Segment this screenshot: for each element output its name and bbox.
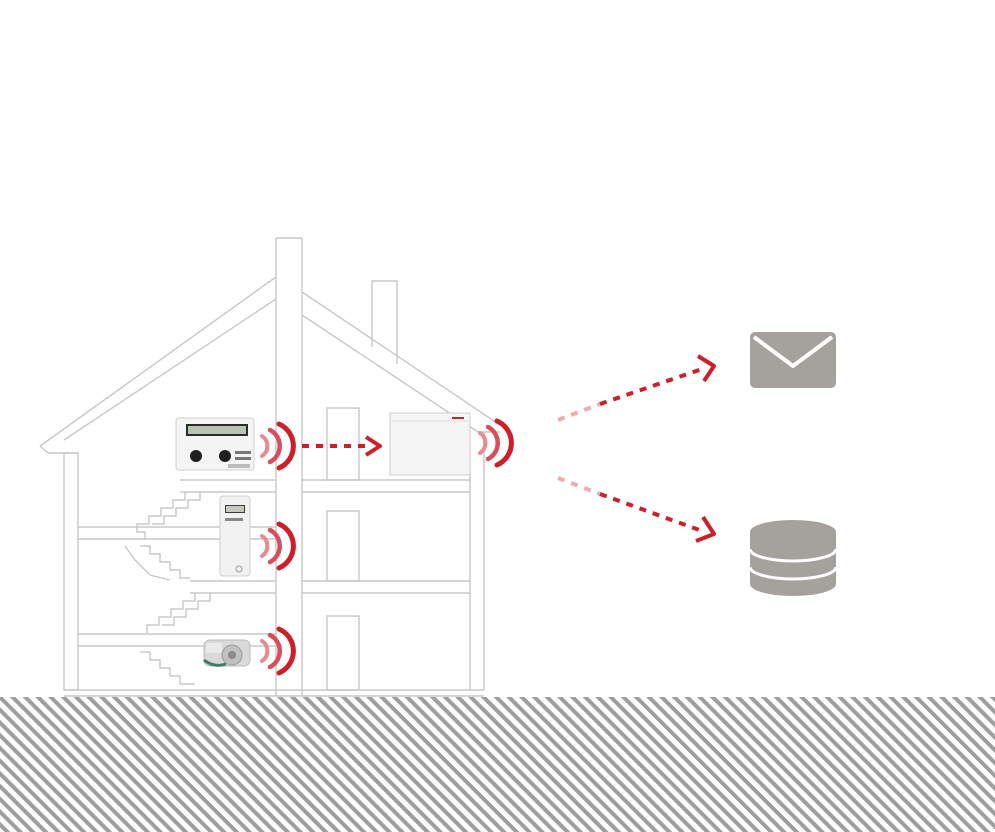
heat-meter-signal-icon <box>260 421 296 471</box>
ground-hatch <box>0 697 995 832</box>
heat-cost-allocator-icon <box>219 495 251 577</box>
allocator-signal-icon <box>260 521 296 571</box>
arrow-to-database-icon <box>557 476 716 543</box>
house-cross-section <box>39 237 501 697</box>
water-meter-signal-icon <box>260 626 296 676</box>
water-meter-icon <box>203 639 251 667</box>
gateway-signal-icon <box>478 418 514 468</box>
radio-waves <box>260 418 514 676</box>
database-icon <box>748 520 838 596</box>
arrow-meter-to-gateway-icon <box>302 435 382 457</box>
envelope-icon <box>750 332 836 388</box>
heat-meter-icon <box>175 417 255 471</box>
gateway-icon <box>389 412 471 476</box>
arrow-to-email-icon <box>557 354 716 422</box>
